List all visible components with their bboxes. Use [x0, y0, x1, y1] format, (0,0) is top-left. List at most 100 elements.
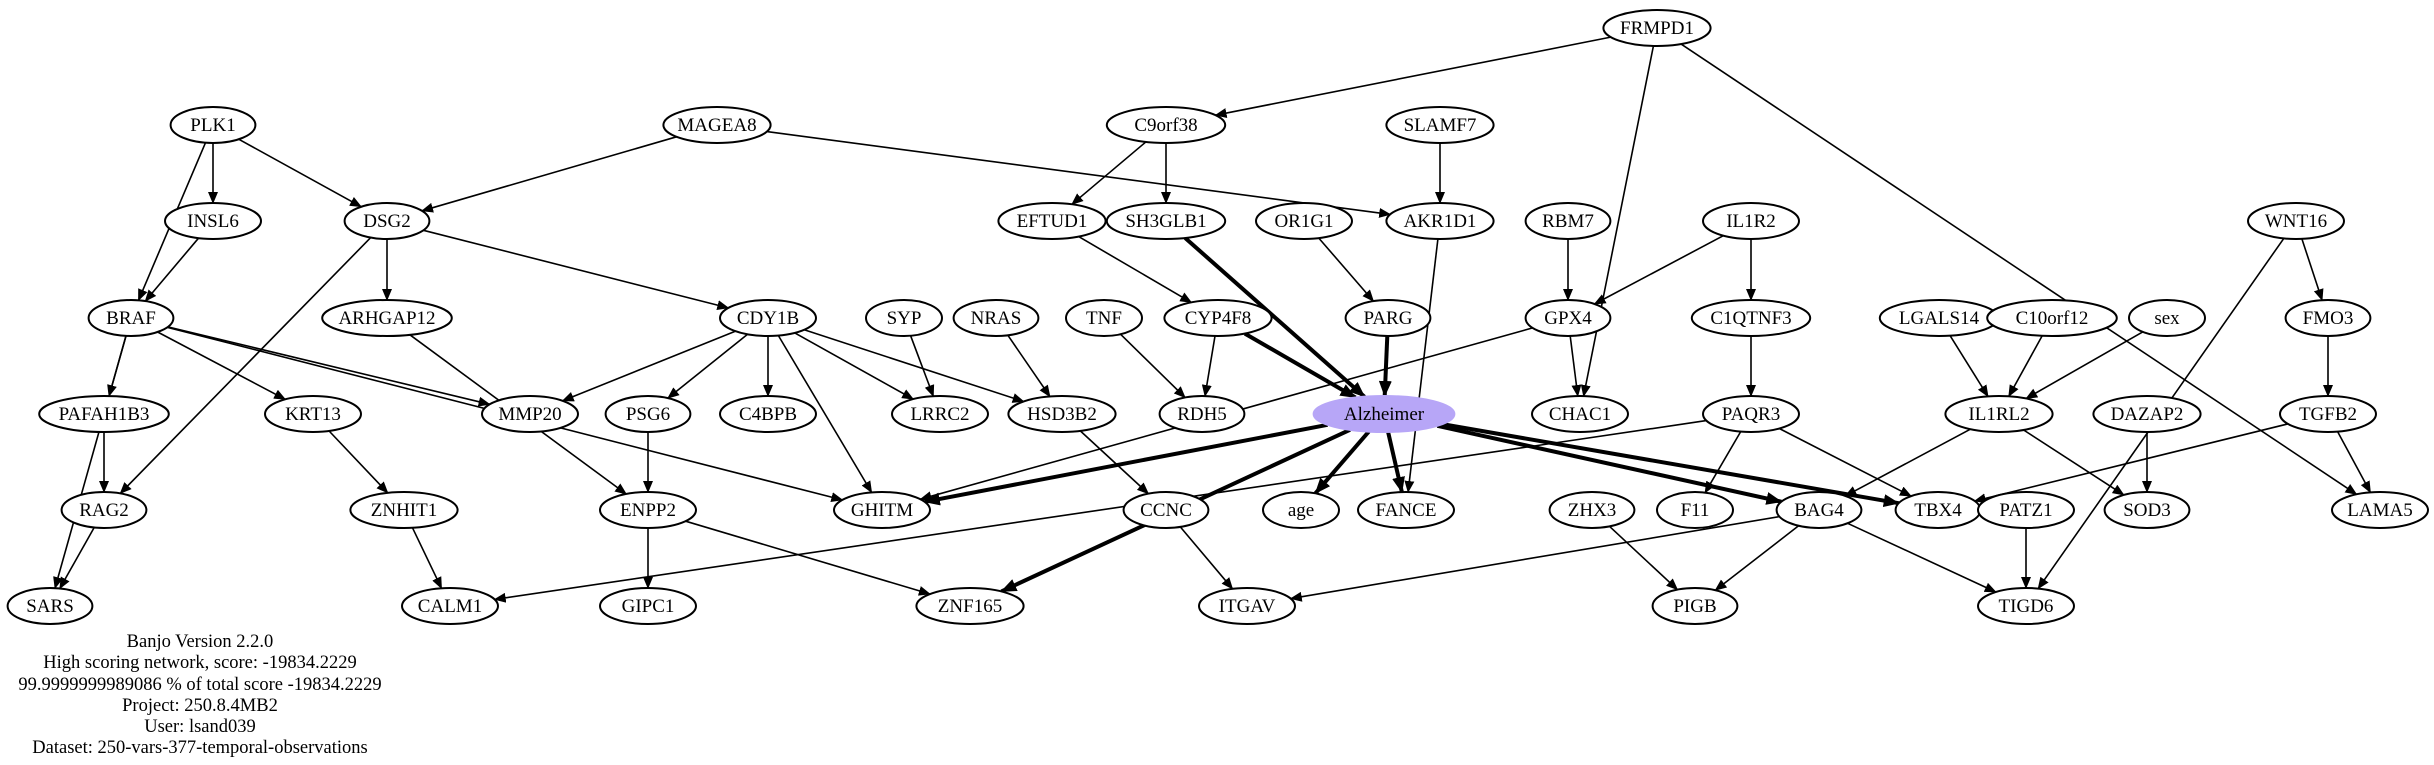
node-pafah1b3: PAFAH1B3 [38, 395, 170, 433]
node-label: LGALS14 [1899, 308, 1980, 329]
node-il1rl2: IL1RL2 [1944, 395, 2054, 433]
node-insl6: INSL6 [164, 202, 262, 240]
node-ellipse [1122, 491, 1210, 529]
node-label: GPX4 [1544, 308, 1592, 329]
node-or1g1: OR1G1 [1255, 202, 1353, 240]
node-label: CALM1 [418, 596, 482, 617]
edge-cdy1b-to-ghitm [777, 335, 873, 494]
node-label: ENPP2 [620, 500, 676, 521]
node-mmp20: MMP20 [481, 395, 579, 433]
node-label: C10orf12 [2016, 308, 2089, 329]
node-znhit1: ZNHIT1 [349, 491, 459, 529]
node-ellipse [719, 299, 817, 337]
node-label: KRT13 [285, 404, 341, 425]
edge-alzheimer-to-ghitm [923, 422, 1328, 506]
node-parg: PARG [1344, 299, 1432, 337]
node-label: FRMPD1 [1620, 18, 1694, 39]
node-ellipse [1986, 299, 2118, 337]
node-label: BRAF [106, 308, 156, 329]
node-ellipse [349, 491, 459, 529]
node-label: FMO3 [2303, 308, 2354, 329]
node-gipc1: GIPC1 [599, 587, 697, 625]
edge-cdy1b-to-psg6 [667, 333, 749, 399]
node-c1qtnf3: C1QTNF3 [1690, 299, 1812, 337]
node-c10orf12: C10orf12 [1986, 299, 2118, 337]
node-label: BAG4 [1794, 500, 1844, 521]
node-label: PATZ1 [1999, 500, 2052, 521]
node-label: SH3GLB1 [1125, 211, 1206, 232]
node-arhgap12: ARHGAP12 [321, 299, 453, 337]
node-enpp2: ENPP2 [599, 491, 697, 529]
node-label: CCNC [1140, 500, 1192, 521]
node-ellipse [264, 395, 362, 433]
node-label: DAZAP2 [2111, 404, 2184, 425]
edge-zhx3-to-pigb [1609, 525, 1679, 591]
edge-cdy1b-to-mmp20 [561, 330, 736, 402]
node-ellipse [1312, 395, 1456, 433]
node-wnt16: WNT16 [2247, 202, 2345, 240]
edge-magea8-to-akr1d1 [766, 130, 1392, 218]
edge-cyp4f8-to-alzheimer [1243, 331, 1357, 400]
edge-bag4-to-tigd6 [1847, 522, 1997, 593]
node-ellipse [2331, 491, 2429, 529]
edge-cyp4f8-to-rdh5 [1201, 335, 1216, 397]
node-hsd3b2: HSD3B2 [1007, 395, 1117, 433]
node-dazap2: DAZAP2 [2092, 395, 2202, 433]
edge-nras-to-hsd3b2 [1007, 334, 1051, 398]
node-label: PLK1 [190, 115, 235, 136]
node-label: sex [2154, 308, 2180, 329]
edge-bag4-to-itgav [1289, 515, 1780, 602]
node-ellipse [915, 587, 1025, 625]
node-ellipse [1357, 491, 1455, 529]
edge-dsg2-to-rag2 [119, 237, 372, 495]
edge-parg-to-alzheimer [1378, 335, 1392, 397]
node-lrrc2: LRRC2 [891, 395, 989, 433]
node-ellipse [1198, 587, 1296, 625]
node-label: SOD3 [2123, 500, 2171, 521]
node-label: EFTUD1 [1017, 211, 1088, 232]
node-ellipse [2128, 299, 2206, 337]
edge-alzheimer-to-tbx4 [1441, 422, 1900, 508]
node-label: TNF [1086, 308, 1122, 329]
edge-insl6-to-braf [144, 237, 200, 302]
node-label: C1QTNF3 [1710, 308, 1791, 329]
edge-c9orf38-to-eftud1 [1071, 141, 1147, 205]
edge-sh3glb1-to-alzheimer [1183, 236, 1366, 399]
node-chac1: CHAC1 [1531, 395, 1629, 433]
node-ellipse [343, 202, 431, 240]
node-ellipse [1385, 202, 1495, 240]
edge-il1rl2-to-sod3 [2023, 429, 2125, 496]
node-fmo3: FMO3 [2284, 299, 2372, 337]
node-label: RAG2 [79, 500, 129, 521]
node-label: GIPC1 [622, 596, 675, 617]
caption-version: Banjo Version 2.2.0 [126, 632, 274, 652]
edge-il1r2-to-gpx4 [1593, 234, 1724, 305]
node-label: CYP4F8 [1185, 308, 1252, 329]
caption-score: High scoring network, score: -19834.2229 [43, 653, 357, 674]
node-sars: SARS [6, 587, 94, 625]
node-ellipse [1255, 202, 1353, 240]
node-ellipse [60, 491, 148, 529]
edge-frmpd1-to-lama5 [1680, 43, 2358, 495]
node-tigd6: TIGD6 [1977, 587, 2075, 625]
node-label: age [1288, 500, 1314, 521]
node-label: IL1RL2 [1968, 404, 2029, 425]
node-gpx4: GPX4 [1524, 299, 1612, 337]
node-rdh5: RDH5 [1158, 395, 1246, 433]
node-label: C9orf38 [1134, 115, 1197, 136]
edge-frmpd1-to-chac1 [1580, 45, 1655, 398]
node-ellipse [1602, 9, 1712, 47]
node-label: SARS [26, 596, 74, 617]
node-ellipse [1977, 587, 2075, 625]
edge-znhit1-to-calm1 [411, 527, 443, 590]
node-znf165: ZNF165 [915, 587, 1025, 625]
node-label: GHITM [851, 500, 913, 521]
edge-hsd3b2-to-ccnc [1079, 430, 1150, 495]
node-ellipse [1344, 299, 1432, 337]
node-label: OR1G1 [1274, 211, 1333, 232]
edges-layer [53, 36, 2372, 603]
node-label: RBM7 [1542, 211, 1594, 232]
node-lama5: LAMA5 [2331, 491, 2429, 529]
node-ellipse [1702, 395, 1800, 433]
